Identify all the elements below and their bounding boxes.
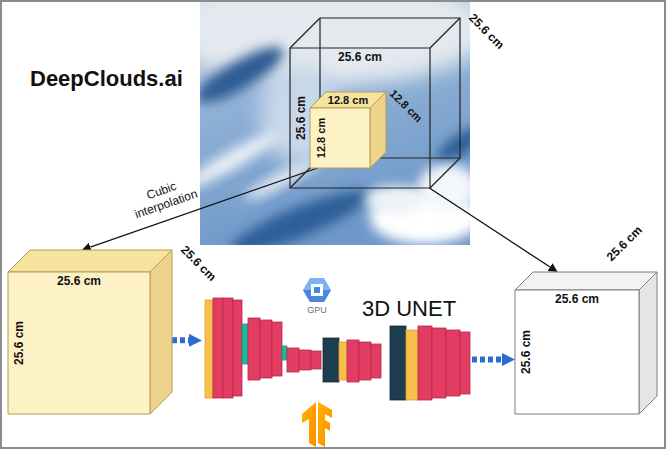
logo-part <box>302 402 316 447</box>
layer-slab <box>432 328 446 398</box>
layer-slab <box>359 342 371 380</box>
dimension-label: 25.6 cm <box>13 321 27 365</box>
dimension-label: 25.6 cm <box>57 275 101 289</box>
layer-slab <box>205 300 213 398</box>
dimension-label: 25.6 cm <box>178 244 219 285</box>
tensorflow-logo <box>302 402 332 447</box>
gpu-chip <box>311 284 323 296</box>
gpu-icon <box>303 278 331 302</box>
interpolation-arrow <box>90 168 317 247</box>
layer-slab <box>233 300 242 396</box>
layer-slab <box>213 298 223 398</box>
logo-part <box>318 402 332 447</box>
model-name: 3D UNET <box>362 296 456 321</box>
data-flow-arrow <box>172 337 189 343</box>
sub-volume-cube: 12.8 cm12.8 cm12.8 cm <box>310 92 386 168</box>
layer-slab <box>311 351 321 369</box>
layer-slab <box>248 318 260 380</box>
layer-slab <box>242 324 248 364</box>
cloud <box>241 155 318 205</box>
layer-slab <box>282 346 287 360</box>
cube-face <box>8 272 150 414</box>
gpu-hexagon <box>303 278 331 302</box>
input-cube: 25.6 cm25.6 cm25.6 cm <box>8 250 172 414</box>
cube-face <box>515 290 639 414</box>
layer-slab <box>287 348 299 372</box>
sky-photo <box>200 0 470 245</box>
cube-edge <box>290 48 430 188</box>
layer-slab <box>347 340 359 382</box>
layer-slab <box>418 326 432 400</box>
output-cube: 25.6 cm25.6 cm25.6 cm <box>515 272 657 414</box>
layer-slab <box>260 320 272 378</box>
layer-slab <box>323 338 339 382</box>
layer-slab <box>446 330 460 396</box>
wireframe-cube: 25.6 cm25.6 cm25.6 cm12.8 cm12.8 cm12.8 … <box>290 18 460 188</box>
sky-streak <box>225 180 375 245</box>
cube-face <box>8 250 172 272</box>
cube-edge <box>430 18 460 48</box>
layer-slab <box>390 326 406 400</box>
layer-slab <box>460 332 470 394</box>
layer-slab <box>339 342 347 380</box>
cube-face <box>310 108 370 168</box>
dimension-label: 25.6 cm <box>338 51 382 65</box>
dimension-label: 25.6 cm <box>555 293 599 307</box>
cube-face <box>515 272 657 290</box>
dimension-label: 25.6 cm <box>520 330 534 374</box>
dimension-label: 12.8 cm <box>328 94 368 107</box>
dimension-label: 12.8 cm <box>315 118 328 158</box>
layer-slab <box>371 344 381 378</box>
dimension-label: 25.6 cm <box>295 96 309 140</box>
cube-face <box>370 92 386 168</box>
data-flow-arrow <box>472 357 502 363</box>
dimension-label: 12.8 cm <box>387 87 424 124</box>
diagram-title: DeepClouds.ai <box>30 66 183 91</box>
dimension-label: 25.6 cm <box>605 224 646 265</box>
layer-slab <box>406 330 418 400</box>
gpu-label: GPU <box>307 305 327 315</box>
network-block: 3D UNET <box>202 296 472 402</box>
crop-arrow <box>429 188 550 267</box>
dimension-label: 25.6 cm <box>466 12 507 53</box>
cube-face <box>150 250 172 414</box>
sky-streak <box>431 121 470 170</box>
layer-slab <box>223 298 233 398</box>
cube-edge <box>290 18 320 48</box>
edge-label: Cubic interpolation <box>120 171 208 225</box>
layer-slab <box>272 322 282 376</box>
gpu-chip-core <box>314 287 320 293</box>
cube-edge <box>430 158 460 188</box>
cloud <box>365 186 425 214</box>
layer-slab <box>299 350 311 370</box>
cube-face <box>639 272 657 414</box>
sky-streak <box>200 38 290 112</box>
